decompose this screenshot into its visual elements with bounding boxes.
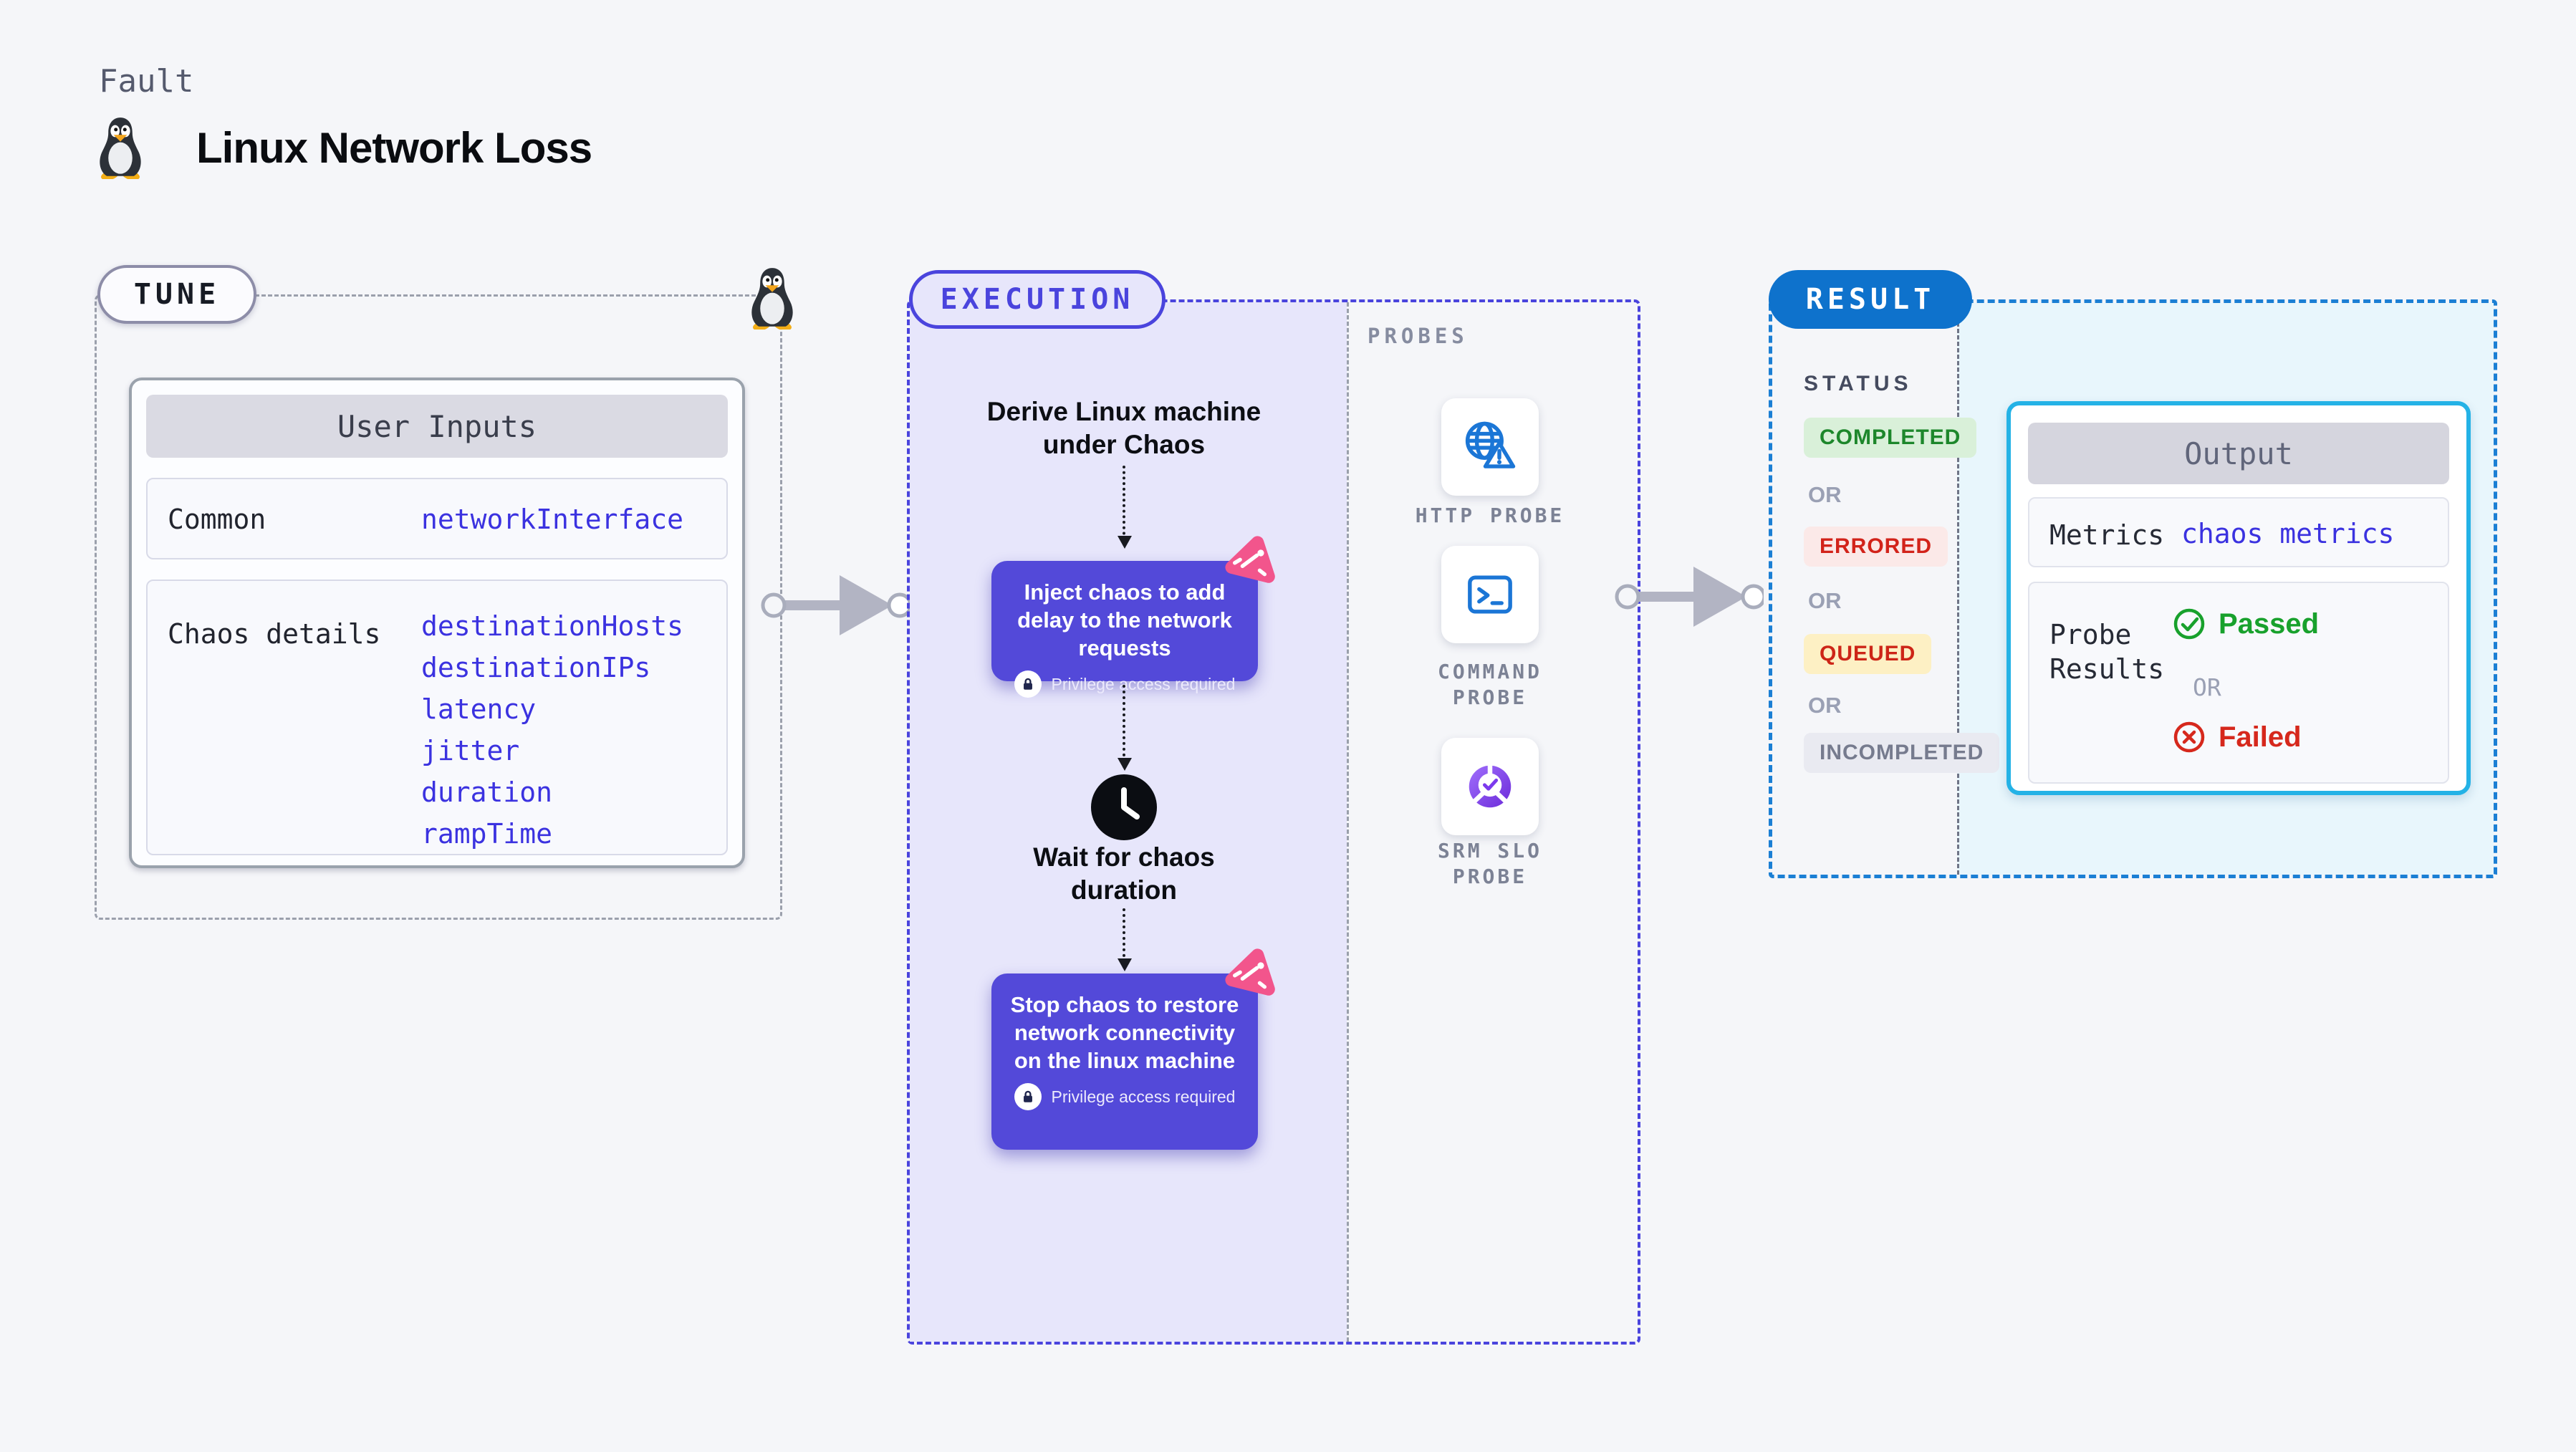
- tune-section-pill[interactable]: TUNE: [97, 265, 256, 324]
- user-inputs-card: User Inputs Common networkInterface Chao…: [129, 378, 745, 868]
- status-title: STATUS: [1804, 372, 1913, 395]
- arrow-down-icon: [1118, 958, 1132, 971]
- input-row-label: Chaos details: [168, 618, 381, 650]
- privilege-note-text: Privilege access required: [1051, 674, 1236, 693]
- status-badge-incompleted: INCOMPLETED: [1804, 733, 2000, 773]
- arrow-down-icon: [1118, 536, 1132, 549]
- metrics-row: Metrics chaos metrics: [2028, 497, 2449, 567]
- linux-penguin-icon: [97, 116, 143, 179]
- privilege-note-text: Privilege access required: [1051, 1087, 1236, 1106]
- passed-label: Passed: [2219, 607, 2320, 640]
- failed-label: Failed: [2219, 721, 2302, 753]
- flow-connector: [1118, 466, 1132, 549]
- inject-node-text: Inject chaos to add delay to the network…: [1017, 580, 1232, 660]
- user-inputs-title: User Inputs: [146, 395, 728, 458]
- command-probe-label: COMMAND PROBE: [1437, 660, 1542, 709]
- wait-step-text: Wait for chaos duration: [1033, 842, 1215, 905]
- flow-connector: [1118, 685, 1132, 771]
- passed-verdict: Passed: [2173, 607, 2319, 640]
- output-title: Output: [2028, 423, 2449, 484]
- param-destinationHosts[interactable]: destinationHosts: [421, 610, 684, 642]
- derive-step-text: Derive Linux machine under Chaos: [986, 397, 1261, 459]
- execution-probes-divider: [1347, 302, 1349, 1342]
- slo-donut-icon: [1462, 759, 1518, 814]
- input-row-common: Common networkInterface: [146, 478, 728, 559]
- probes-title: PROBES: [1368, 324, 1469, 348]
- metrics-value[interactable]: chaos metrics: [2181, 518, 2395, 549]
- lock-icon: [1014, 670, 1042, 698]
- lock-icon: [1014, 1083, 1042, 1110]
- privilege-note: Privilege access required: [1006, 1083, 1244, 1110]
- probe-results-row: Probe Results Passed OR Failed: [2028, 582, 2449, 784]
- stop-node-text: Stop chaos to restore network connectivi…: [1010, 992, 1239, 1073]
- input-row-label: Common: [168, 504, 266, 535]
- param-destinationIPs[interactable]: destinationIPs: [421, 652, 651, 683]
- command-probe-card[interactable]: [1441, 546, 1539, 643]
- srm-slo-probe-label: SRM SLO PROBE: [1437, 839, 1542, 888]
- inject-chaos-node[interactable]: Inject chaos to add delay to the network…: [991, 561, 1258, 698]
- terminal-icon: [1462, 567, 1518, 622]
- or-label: OR: [2193, 673, 2221, 701]
- or-label: OR: [1808, 482, 1842, 507]
- http-probe-card[interactable]: [1441, 398, 1539, 496]
- param-latency[interactable]: latency: [421, 693, 537, 725]
- status-badge-completed: COMPLETED: [1804, 418, 1977, 458]
- globe-alert-icon: [1462, 419, 1518, 475]
- param-rampTime[interactable]: rampTime: [421, 818, 553, 850]
- linux-penguin-icon: [749, 266, 795, 330]
- stop-chaos-node[interactable]: Stop chaos to restore network connectivi…: [991, 973, 1258, 1150]
- x-circle-icon: [2173, 721, 2206, 754]
- failed-verdict: Failed: [2173, 721, 2302, 754]
- result-section-pill[interactable]: RESULT: [1769, 270, 1972, 329]
- chaos-param-list: destinationHosts destinationIPs latency …: [421, 605, 683, 855]
- chaos-experiment-icon: [1225, 533, 1281, 589]
- fault-kicker: Fault: [99, 63, 194, 100]
- chaos-experiment-icon: [1225, 946, 1281, 1001]
- or-label: OR: [1808, 693, 1842, 718]
- arrow-tune-to-execution: [759, 569, 910, 641]
- check-circle-icon: [2173, 607, 2206, 640]
- page-title: Linux Network Loss: [196, 124, 592, 172]
- status-badge-errored: ERRORED: [1804, 527, 1948, 567]
- http-probe-label: HTTP PROBE: [1415, 504, 1565, 527]
- param-jitter[interactable]: jitter: [421, 735, 520, 766]
- execution-section-pill[interactable]: EXECUTION: [909, 270, 1166, 329]
- arrow-down-icon: [1118, 758, 1132, 771]
- srm-slo-probe-card[interactable]: [1441, 738, 1539, 835]
- param-networkInterface[interactable]: networkInterface: [421, 504, 684, 535]
- probe-results-label: Probe Results: [2049, 619, 2165, 685]
- clock-icon: [1090, 773, 1158, 842]
- metrics-label: Metrics: [2049, 519, 2165, 551]
- output-card: Output Metrics chaos metrics Probe Resul…: [2007, 401, 2471, 795]
- arrow-execution-to-result: [1613, 561, 1764, 633]
- flow-connector: [1118, 908, 1132, 971]
- or-label: OR: [1808, 588, 1842, 613]
- input-row-chaos-details: Chaos details destinationHosts destinati…: [146, 580, 728, 855]
- execution-section-box: Derive Linux machine under Chaos Inject …: [907, 299, 1640, 1345]
- status-badge-queued: QUEUED: [1804, 634, 1932, 674]
- privilege-note: Privilege access required: [1006, 670, 1244, 698]
- result-section-box: STATUS COMPLETED OR ERRORED OR QUEUED OR…: [1769, 299, 2497, 878]
- param-duration[interactable]: duration: [421, 777, 553, 808]
